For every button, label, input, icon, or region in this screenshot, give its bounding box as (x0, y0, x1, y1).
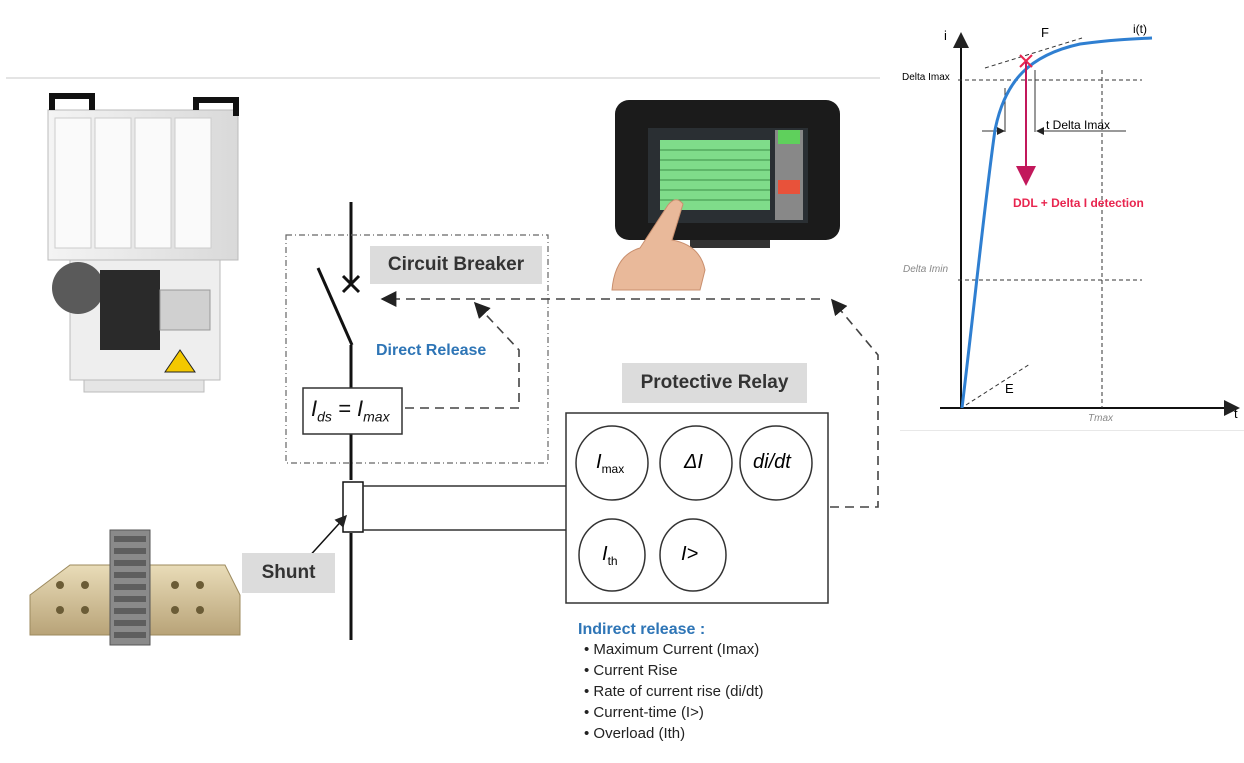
relay-fn-delta-i: ΔI (684, 451, 703, 473)
imax-main: I (357, 396, 364, 421)
relay-fn-ith: Ith (602, 543, 618, 568)
relay-delta-i-circle (659, 425, 733, 501)
indirect-release-item: Overload (Ith) (584, 723, 878, 744)
ddl-cross-b (1019, 54, 1033, 68)
graph-delta-imax: Delta Imax (902, 72, 950, 83)
direct-release-path (405, 301, 520, 409)
current-curve (960, 36, 1153, 409)
ids-main: I (311, 396, 318, 421)
relay-fn-didt: di/dt (753, 451, 791, 473)
graph-curve-label: i(t) (1133, 22, 1147, 36)
ids-sub: ds (317, 408, 332, 425)
shunt-device-image (29, 529, 241, 646)
protective-relay-label: Protective Relay (622, 363, 807, 403)
graph-t-delta-imax: t Delta Imax (1046, 118, 1111, 132)
indirect-release-item: Current-time (I>) (584, 702, 878, 723)
shunt-pointer (305, 514, 348, 561)
breaker-x-mark-b (341, 274, 361, 294)
graph-x-label: t (1234, 406, 1238, 421)
indirect-release-item: Maximum Current (Imax) (584, 639, 878, 660)
graph-point-e: E (1005, 381, 1014, 396)
shunt-label: Shunt (242, 553, 335, 593)
relay-fn-imax-sub: max (601, 462, 625, 476)
relay-ith-circle (578, 518, 646, 592)
relay-imax-circle (575, 425, 649, 501)
shunt-element (342, 481, 364, 533)
relay-trip-path (830, 298, 879, 508)
breaker-switch-blade (316, 267, 354, 346)
indirect-release-list: Maximum Current (Imax) Current Rise Rate… (584, 639, 878, 744)
indirect-release-item: Rate of current rise (di/dt) (584, 681, 878, 702)
touch-panel-image (611, 100, 840, 291)
relay-fn-imax-main: I (596, 451, 602, 473)
breaker-enclosure (285, 234, 549, 464)
direct-release-label: Direct Release (376, 342, 487, 359)
graph-point-f: F (1041, 25, 1049, 40)
circuit-breaker-label: Circuit Breaker (370, 246, 542, 284)
circuit-breaker-device-image (47, 93, 239, 393)
graph-y-label: i (944, 28, 947, 43)
indirect-release-title: Indirect release : (578, 621, 706, 638)
ids-box (302, 387, 403, 435)
e-tangent (965, 363, 1031, 406)
indirect-release-block: Indirect release : Maximum Current (Imax… (578, 621, 878, 744)
relay-fn-imax: Imax (596, 451, 624, 476)
indirect-release-item: Current Rise (584, 660, 878, 681)
graph-ddl-label: DDL + Delta I detection (1013, 196, 1144, 210)
relay-didt-circle (739, 425, 813, 501)
relay-fn-ith-sub: th (607, 554, 618, 568)
current-time-graph (940, 32, 1240, 416)
ids-formula: Ids = Imax (311, 396, 390, 424)
relay-fn-i-greater: I> (681, 543, 699, 565)
imax-sub: max (363, 408, 390, 425)
relay-i-greater-circle (659, 518, 727, 592)
graph-tmax: Tmax (1088, 413, 1113, 424)
ids-eq: = (331, 396, 357, 421)
graph-delta-imin: Delta Imin (903, 264, 949, 275)
f-tangent (984, 37, 1083, 69)
relay-fn-ith-main: I (602, 543, 608, 565)
graph-bottom-separator (900, 430, 1244, 431)
